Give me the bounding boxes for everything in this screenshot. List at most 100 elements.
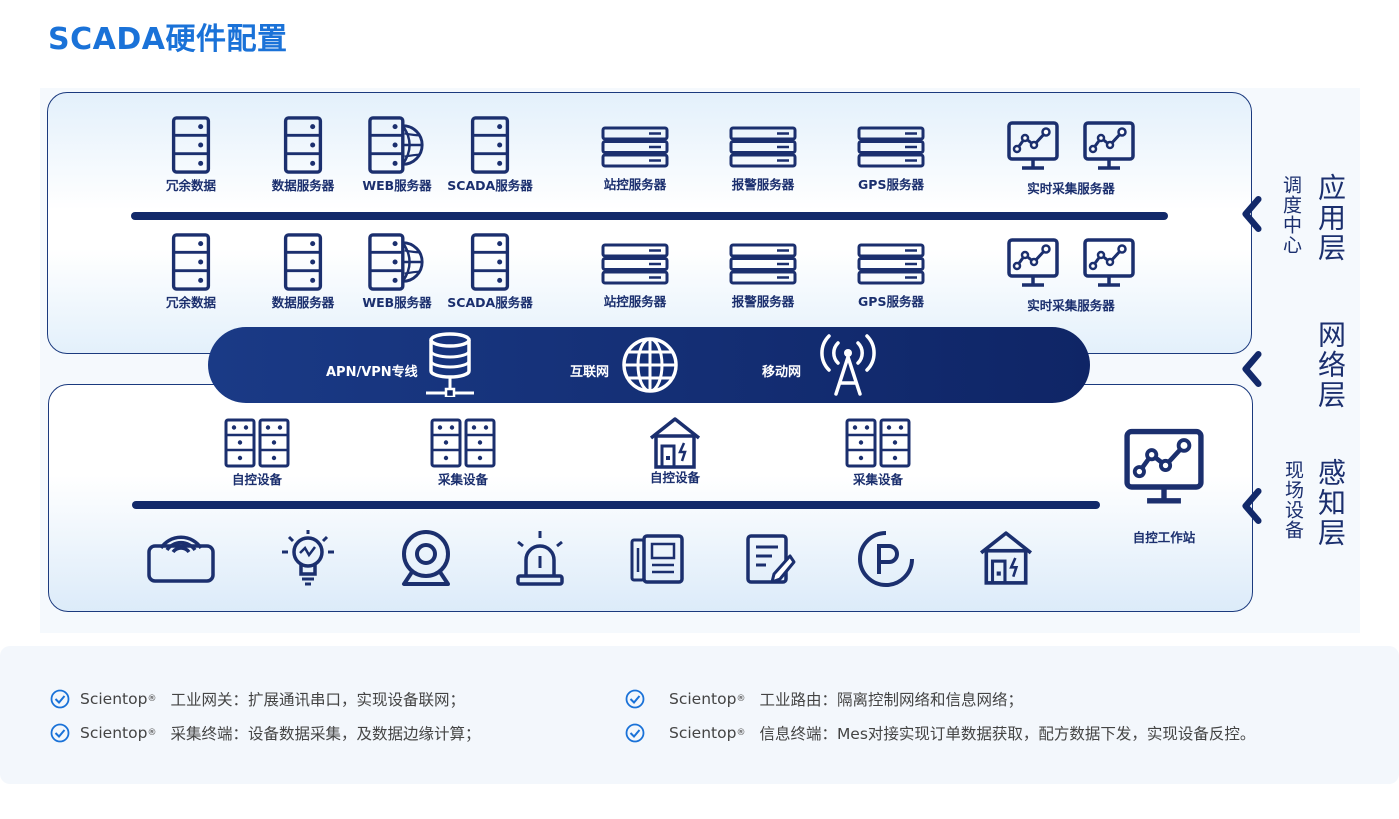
- feature-reg-mark: ®: [736, 728, 746, 738]
- cabinet-icon: [845, 418, 911, 468]
- app-item-scada-server: SCADA服务器: [444, 116, 536, 194]
- feature-item: Scientop® 工业路由：隔离控制网络和信息网络；: [625, 688, 1023, 710]
- feature-item: Scientop® 采集终端：设备数据采集，及数据边缘计算；: [50, 722, 480, 744]
- check-circle-icon: [625, 723, 645, 743]
- field-item-label: 采集设备: [437, 472, 488, 487]
- server-tower-icon: [283, 116, 323, 174]
- server-tower-icon: [283, 233, 323, 291]
- chevron-left-icon: [1241, 488, 1263, 524]
- feature-reg-mark: ®: [736, 694, 746, 704]
- app-item-label: 实时采集服务器: [1027, 298, 1115, 313]
- field-item-acquisition-device: 采集设备: [418, 418, 508, 488]
- rack-server-icon: [857, 243, 925, 285]
- app-item-label: 冗余数据: [165, 295, 216, 310]
- app-item-web-server: WEB服务器: [356, 116, 438, 194]
- feature-reg-mark: ®: [147, 728, 157, 738]
- monitor-chart-icon: [1083, 238, 1135, 288]
- app-item-alarm-server: 报警服务器: [718, 243, 808, 310]
- page-title: SCADA硬件配置: [48, 22, 288, 57]
- app-item-label: SCADA服务器: [447, 178, 533, 193]
- chevron-left-icon: [1241, 196, 1263, 232]
- rack-server-icon: [729, 126, 797, 168]
- app-item-label: 报警服务器: [731, 294, 795, 309]
- features-panel: [0, 646, 1399, 784]
- form-edit-icon: [746, 534, 796, 586]
- app-item-label: WEB服务器: [362, 295, 432, 310]
- check-circle-icon: [50, 723, 70, 743]
- workstation: 自控工作站: [1112, 428, 1216, 546]
- globe-icon: [621, 336, 679, 394]
- power-house-icon: [648, 416, 702, 470]
- field-item-control-device-house: 自控设备: [630, 416, 720, 486]
- check-circle-icon: [50, 689, 70, 709]
- app-item-label: GPS服务器: [858, 294, 924, 309]
- server-tower-icon: [470, 116, 510, 174]
- app-item-realtime-server: 实时采集服务器: [1000, 121, 1142, 197]
- app-item-label: 站控服务器: [603, 177, 667, 192]
- app-item-gps-server: GPS服务器: [846, 243, 936, 310]
- feature-item: Scientop®信息终端：Mes对接实现订单数据获取，配方数据下发，实现设备反…: [625, 722, 1255, 744]
- feature-brand: Scientop: [80, 690, 148, 708]
- rack-server-icon: [601, 243, 669, 285]
- feature-brand: Scientop: [669, 690, 737, 708]
- feature-reg-mark: ®: [147, 694, 157, 704]
- alarm-light-icon: [510, 528, 570, 588]
- cabinet-icon: [224, 418, 290, 468]
- field-item-label: 自控设备: [231, 472, 282, 487]
- feature-text: 工业路由：隔离控制网络和信息网络；: [759, 691, 1023, 709]
- rack-server-icon: [857, 126, 925, 168]
- app-item-label: 实时采集服务器: [1027, 181, 1115, 196]
- server-tower-icon: [171, 116, 211, 174]
- server-tower-icon: [470, 233, 510, 291]
- app-item-realtime-server: 实时采集服务器: [1000, 238, 1142, 314]
- network-label-mobile: 移动网: [762, 365, 802, 380]
- network-layer-bar: APN/VPN专线 互联网 移动网: [208, 327, 1090, 403]
- app-item-alarm-server: 报警服务器: [718, 126, 808, 193]
- field-devices-label: 现场设备: [1282, 460, 1304, 540]
- antenna-tower-icon: [816, 331, 880, 397]
- feature-item: Scientop®工业网关：扩展通讯串口，实现设备联网；: [50, 688, 465, 710]
- rack-server-icon: [601, 126, 669, 168]
- server-tower-icon: [171, 233, 211, 291]
- workstation-label: 自控工作站: [1132, 530, 1196, 545]
- rack-server-icon: [729, 243, 797, 285]
- feature-text: 采集终端：设备数据采集，及数据边缘计算；: [170, 725, 481, 743]
- app-item-redundant-data: 冗余数据: [150, 233, 232, 311]
- field-item-control-device: 自控设备: [212, 418, 302, 488]
- application-layer-panel: [47, 92, 1252, 354]
- field-item-acquisition-device: 采集设备: [833, 418, 923, 488]
- field-bus-line: [132, 501, 1100, 509]
- app-item-data-server: 数据服务器: [262, 233, 344, 311]
- app-item-data-server: 数据服务器: [262, 116, 344, 194]
- camera-icon: [398, 528, 454, 588]
- app-item-scada-server: SCADA服务器: [444, 233, 536, 311]
- network-layer-label: 网络层: [1314, 320, 1347, 410]
- perception-layer-label: 感知层: [1314, 458, 1347, 548]
- power-house-icon: [978, 530, 1034, 586]
- web-server-globe-icon: [368, 233, 426, 291]
- parking-icon: [857, 530, 915, 588]
- application-layer-label: 应用层: [1314, 173, 1347, 263]
- app-item-web-server: WEB服务器: [356, 233, 438, 311]
- app-item-label: 冗余数据: [165, 178, 216, 193]
- field-item-label: 自控设备: [649, 470, 700, 485]
- monitor-chart-icon: [1124, 428, 1204, 506]
- app-item-label: SCADA服务器: [447, 295, 533, 310]
- network-label-internet: 互联网: [570, 365, 610, 380]
- app-item-label: 站控服务器: [603, 294, 667, 309]
- app-item-station-server: 站控服务器: [590, 243, 680, 310]
- app-item-station-server: 站控服务器: [590, 126, 680, 193]
- app-item-gps-server: GPS服务器: [846, 126, 936, 193]
- monitor-chart-icon: [1007, 121, 1059, 171]
- feature-text: 信息终端：Mes对接实现订单数据获取，配方数据下发，实现设备反控。: [759, 725, 1256, 743]
- database-icon: [424, 331, 476, 397]
- app-item-label: GPS服务器: [858, 177, 924, 192]
- app-item-label: 报警服务器: [731, 177, 795, 192]
- web-server-globe-icon: [368, 116, 426, 174]
- app-item-label: 数据服务器: [271, 178, 335, 193]
- app-item-label: WEB服务器: [362, 178, 432, 193]
- app-item-label: 数据服务器: [271, 295, 335, 310]
- feature-brand: Scientop: [80, 724, 148, 742]
- application-bus-line: [131, 212, 1168, 220]
- monitor-chart-icon: [1007, 238, 1059, 288]
